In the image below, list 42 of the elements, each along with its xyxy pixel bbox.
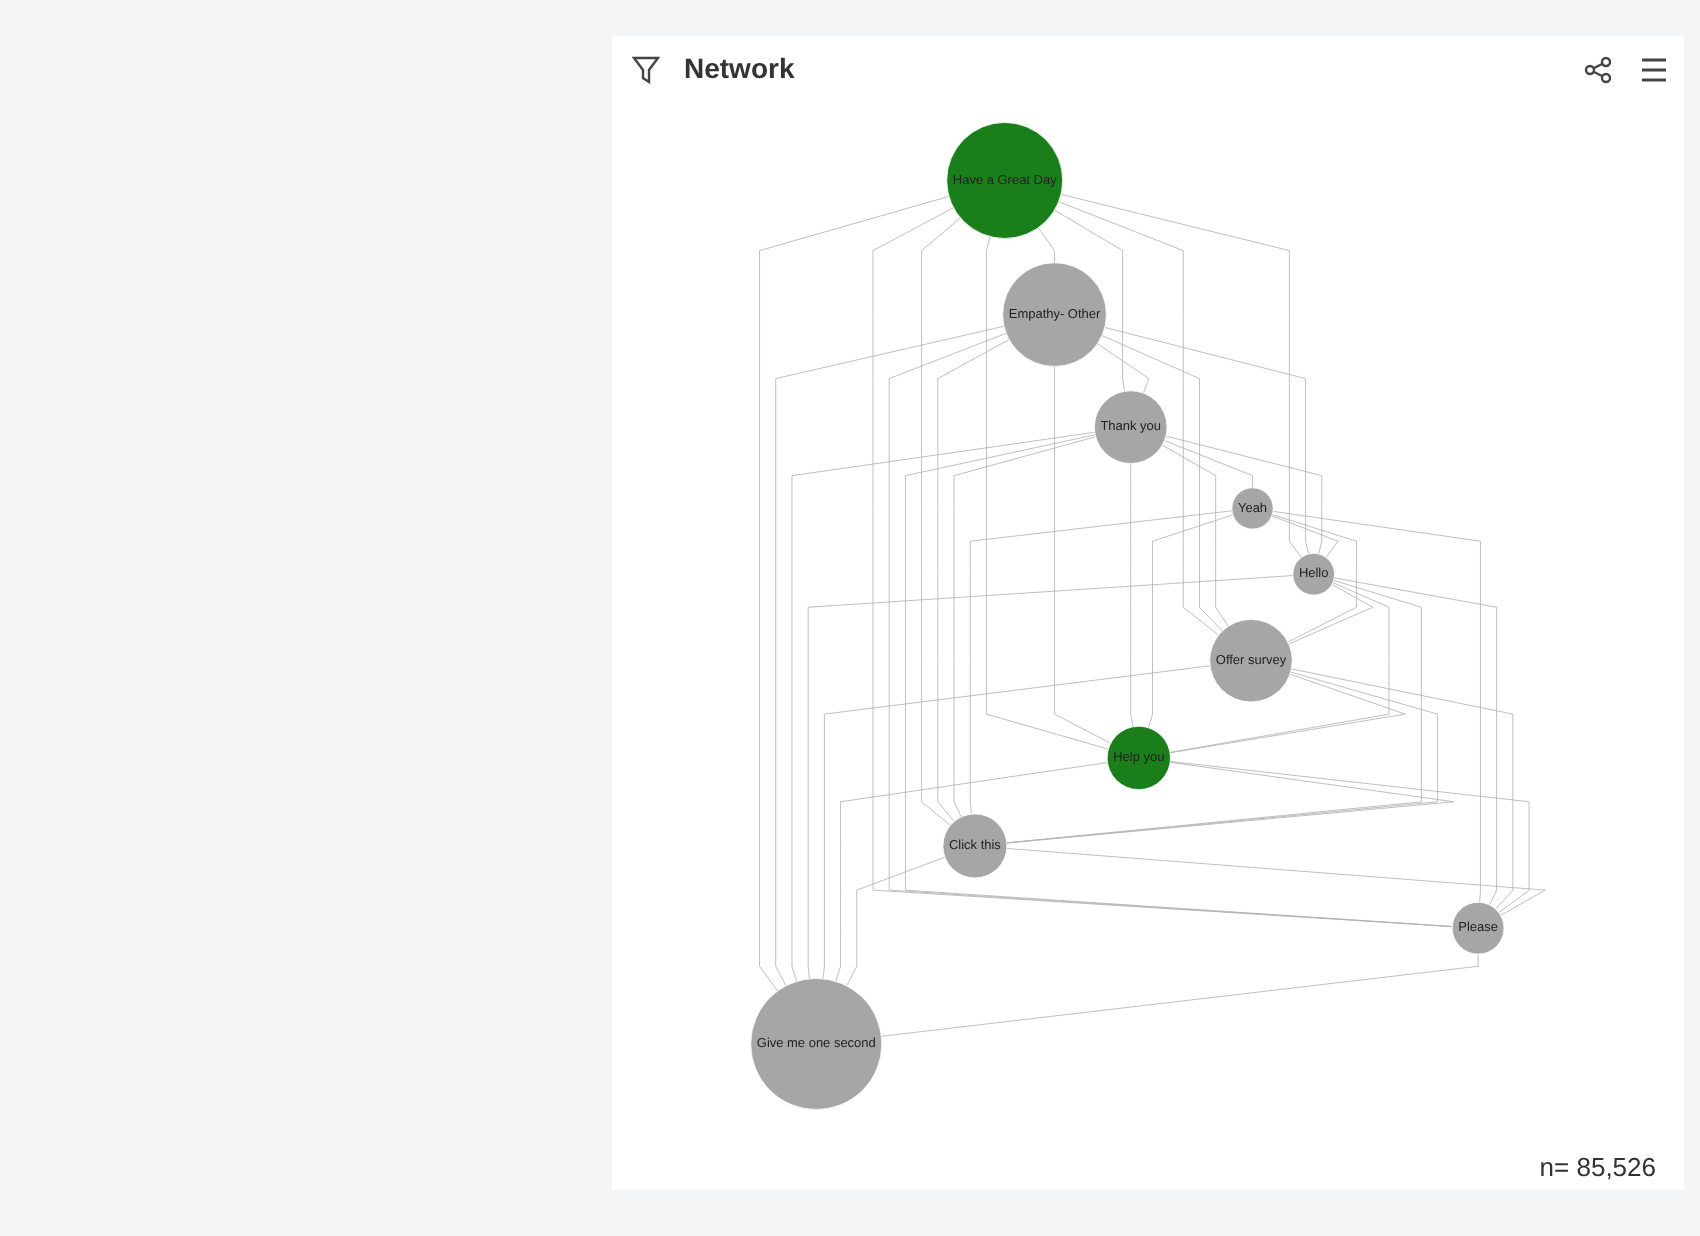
- connector: [846, 856, 946, 987]
- connector: [969, 510, 1233, 815]
- connector: [986, 236, 1109, 750]
- connector: [1006, 761, 1455, 844]
- connector: [807, 575, 1294, 980]
- connector: [1097, 343, 1150, 394]
- connector: [1272, 510, 1481, 903]
- connector: [1333, 577, 1498, 906]
- connector: [1104, 327, 1310, 555]
- connector: [937, 339, 1010, 822]
- connector: [1054, 209, 1126, 392]
- connector: [1130, 463, 1134, 728]
- connector: [1060, 193, 1302, 558]
- connector: [1101, 335, 1223, 632]
- connector: [1169, 673, 1406, 754]
- connector: [775, 325, 1005, 987]
- connector: [1165, 435, 1323, 555]
- connector: [1037, 227, 1055, 264]
- connector: [921, 217, 961, 826]
- connector: [1271, 514, 1357, 643]
- connector: [1169, 761, 1530, 914]
- connector: [791, 431, 1096, 982]
- connector: [880, 953, 1479, 1037]
- connector: [872, 207, 1453, 927]
- connector: [1288, 584, 1374, 645]
- sample-size-note: n= 85,526: [1539, 1152, 1656, 1182]
- connector: [835, 762, 1108, 982]
- connector: [953, 436, 1097, 818]
- connector: [1164, 440, 1253, 489]
- connector: [905, 434, 1453, 927]
- chart-title: Network: [684, 52, 795, 84]
- connector: [1147, 514, 1234, 729]
- connector: [759, 196, 950, 992]
- connector: [1054, 366, 1112, 744]
- connector: [1058, 201, 1219, 636]
- connector: [1291, 668, 1514, 910]
- connector: [888, 332, 1453, 927]
- connector: [1006, 848, 1546, 916]
- connector: [1161, 444, 1229, 627]
- connector: [1169, 582, 1390, 753]
- connector: [822, 665, 1211, 980]
- connector: [1271, 515, 1339, 558]
